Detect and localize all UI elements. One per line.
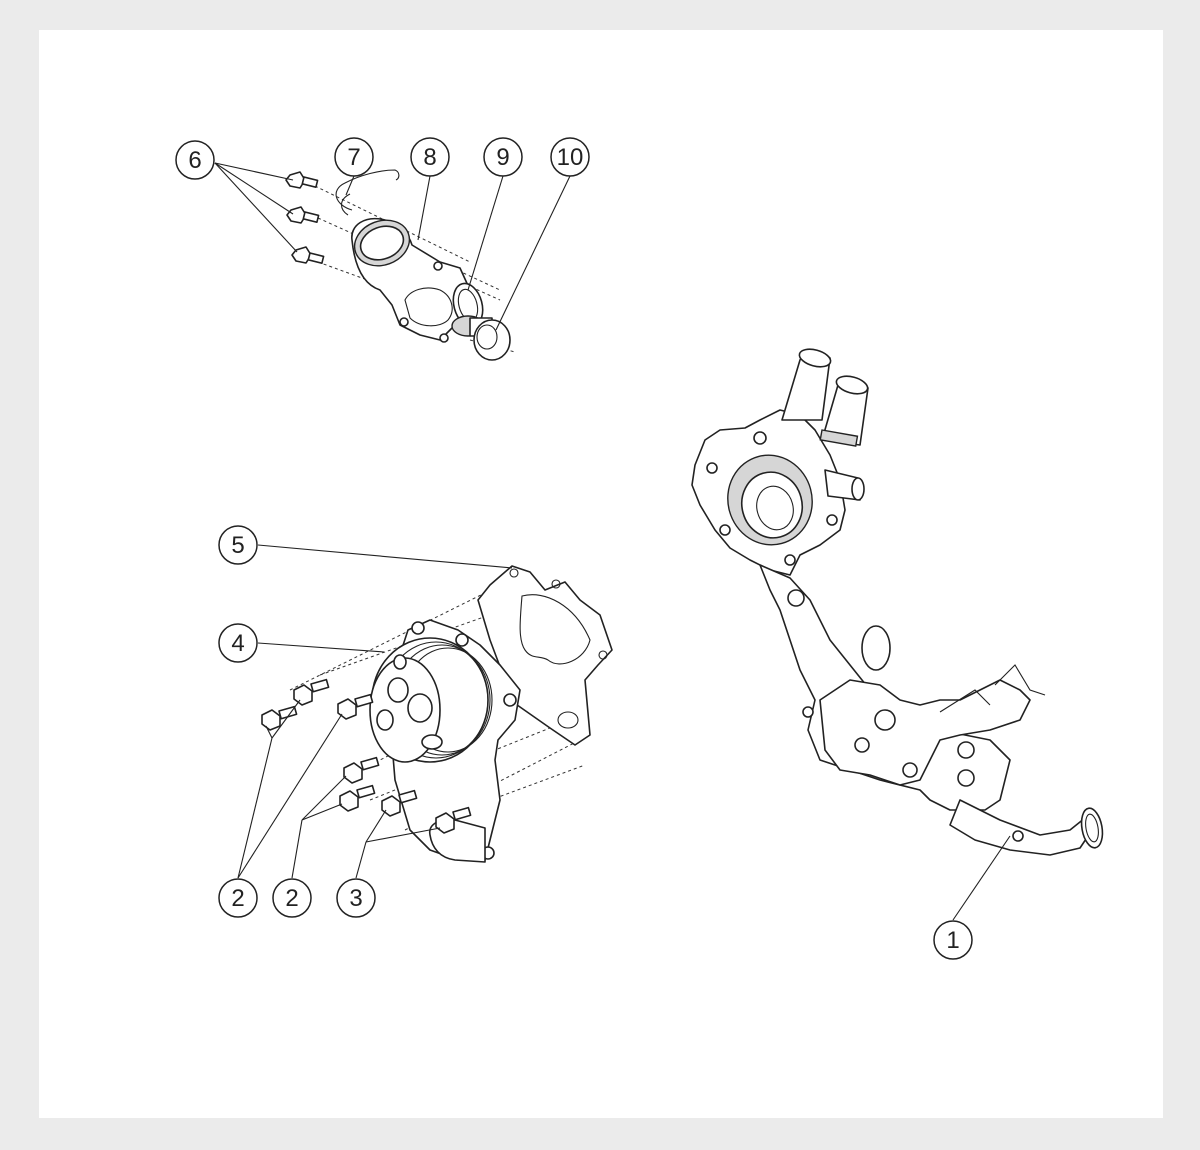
leader-lines <box>214 162 1011 921</box>
callout-3: 3 <box>336 878 376 918</box>
outlet-pipe-right <box>819 375 869 447</box>
thermostat-seal <box>452 282 484 328</box>
callout-7: 7 <box>334 137 374 177</box>
retaining-clip <box>335 169 400 211</box>
svg-text:2: 2 <box>285 885 298 912</box>
svg-text:7: 7 <box>347 144 360 171</box>
callout-6: 6 <box>175 140 215 180</box>
callout-4: 4 <box>218 623 258 663</box>
svg-text:3: 3 <box>349 885 362 912</box>
water-pump-bolt-3 <box>337 693 374 720</box>
water-pump <box>369 619 521 863</box>
callout-2b: 2 <box>272 878 312 918</box>
svg-text:4: 4 <box>231 630 244 657</box>
thermostat-bolt-3 <box>291 246 325 264</box>
thermostat-bolt-1 <box>285 171 319 189</box>
thermostat-assembly <box>285 169 516 361</box>
svg-text:10: 10 <box>557 144 584 171</box>
water-pump-bolt-2 <box>293 678 330 706</box>
callout-1: 1 <box>933 920 973 960</box>
svg-text:1: 1 <box>946 927 959 954</box>
lower-outlet-pipe <box>949 799 1104 856</box>
callout-8: 8 <box>410 137 450 177</box>
water-pump-bolt-1 <box>261 705 298 731</box>
diagram-canvas <box>39 30 1163 1118</box>
coolant-housing <box>691 348 1104 856</box>
callout-2a: 2 <box>218 878 258 918</box>
svg-text:8: 8 <box>423 144 436 171</box>
thermostat <box>451 315 511 361</box>
thermostat-housing <box>351 218 471 343</box>
svg-text:9: 9 <box>496 144 509 171</box>
svg-text:6: 6 <box>188 147 201 174</box>
callout-9: 9 <box>483 137 523 177</box>
water-pump-bolt-6 <box>381 789 418 817</box>
outlet-pipe-left <box>781 348 832 421</box>
thermostat-bolt-2 <box>286 206 320 224</box>
callout-5: 5 <box>218 525 258 565</box>
water-pump-bolt-4 <box>343 756 380 784</box>
callout-10: 10 <box>550 137 590 177</box>
side-outlet <box>824 469 865 501</box>
water-pump-bolt-5 <box>339 784 376 812</box>
water-pump-assembly <box>261 565 613 863</box>
svg-text:2: 2 <box>231 885 244 912</box>
svg-text:5: 5 <box>231 532 244 559</box>
water-pump-bolt-7 <box>435 806 472 834</box>
